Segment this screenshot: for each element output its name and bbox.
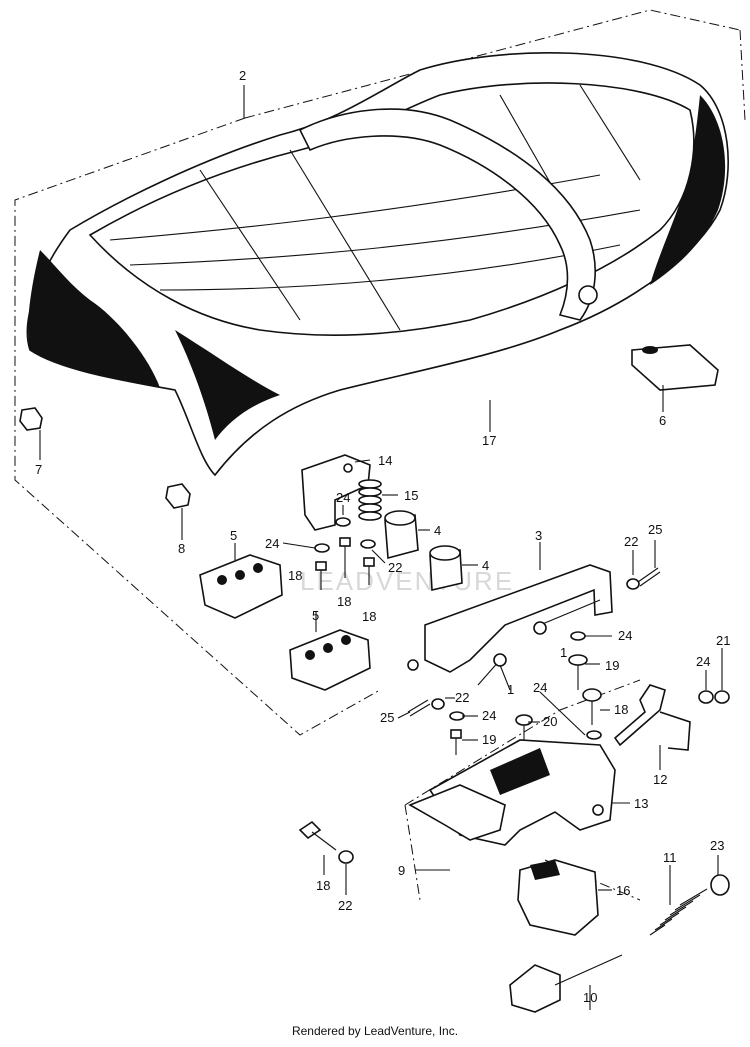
part-22-washer-d [338,850,354,864]
label-10: 10 [583,990,597,1005]
part-6-hole [642,346,658,354]
label-25a: 25 [648,522,662,537]
seat-rear-shade [650,95,726,285]
label-18e: 18 [316,878,330,893]
label-7: 7 [35,462,42,477]
label-18a: 18 [288,568,302,583]
label-12: 12 [653,772,667,787]
leader-lines [39,85,723,1010]
part-24-washer-b [314,543,330,553]
part-18-bolt-a [315,561,327,590]
part-7-clip [19,407,43,431]
label-1b: 1 [507,682,514,697]
part-8-clip [165,483,191,509]
label-18d: 18 [614,702,628,717]
label-22a: 22 [388,560,402,575]
label-22c: 22 [455,690,469,705]
label-5b: 5 [312,608,319,623]
label-23: 23 [710,838,724,853]
label-24f: 24 [533,680,547,695]
label-24a: 24 [336,490,350,505]
part-19-bolt-upper [568,654,588,690]
part-25-cotter-b [407,699,431,717]
part-13-shadow [490,748,550,795]
part-10-knob [509,954,623,1013]
part-22-washer-c [431,698,445,710]
label-9: 9 [398,863,405,878]
label-2: 2 [239,68,246,83]
label-6: 6 [659,413,666,428]
label-16: 16 [616,883,630,898]
seat-assembly [26,51,729,477]
part-21-nut [714,690,730,704]
label-4b: 4 [482,558,489,573]
part-23-washer [710,874,730,896]
part-6-rubber [631,344,719,391]
label-13: 13 [634,796,648,811]
label-20: 20 [543,714,557,729]
part-4-cushion-upper [384,510,419,560]
part-5-block-upper [199,554,283,619]
footer-credit: Rendered by LeadVenture, Inc. [291,1024,459,1038]
latch-group-outline [404,679,641,901]
part-4-cushion-lower [429,545,463,591]
label-5a: 5 [230,528,237,543]
part-22-washer-b [626,578,640,590]
label-18b: 18 [337,594,351,609]
label-21: 21 [716,633,730,648]
part-19-bolt-lower [450,729,462,755]
part-15-spring [358,479,382,521]
part-3-hinge-bracket [424,564,613,673]
label-18c: 18 [362,609,376,624]
label-11: 11 [663,850,677,865]
part-1-pin-upper [533,599,601,635]
part-24-washer-d [449,711,465,721]
seat-front-shade [175,330,280,440]
part-25-cotter-a [637,567,661,587]
label-24d: 24 [482,708,496,723]
label-1a: 1 [560,645,567,660]
part-14-bracket [301,454,371,531]
part-9-lever [408,784,506,841]
label-25b: 25 [380,710,394,725]
label-14: 14 [378,453,392,468]
part-5-block-lower [289,629,371,691]
part-12-hook [613,684,691,751]
part-24-washer-c [570,631,586,641]
label-24c: 24 [618,628,632,643]
label-15: 15 [404,488,418,503]
label-19b: 19 [482,732,496,747]
seat-side-shade [28,250,160,388]
callout-labels: 2 6 7 8 17 14 15 4 4 24 24 22 5 18 18 18… [35,68,730,1005]
label-17: 17 [482,433,496,448]
seat-group-outline [14,9,746,736]
label-22d: 22 [338,898,352,913]
label-24e: 24 [696,654,710,669]
part-24-washer-a [335,517,351,527]
part-22-washer-a [360,539,376,549]
label-8: 8 [178,541,185,556]
part-18-bolt-d [582,688,602,725]
label-4a: 4 [434,523,441,538]
part-18-bolt-c [363,557,375,585]
label-3: 3 [535,528,542,543]
label-19a: 19 [605,658,619,673]
label-22b: 22 [624,534,638,549]
part-24-washer-e [698,690,714,704]
watermark: LEADVENTURE [300,566,514,596]
label-24b: 24 [265,536,279,551]
part-18-bolt-b [339,537,351,578]
part-24-washer-f [586,730,602,740]
part-18-bolt-e [298,820,337,851]
part-11-spring [649,888,708,936]
